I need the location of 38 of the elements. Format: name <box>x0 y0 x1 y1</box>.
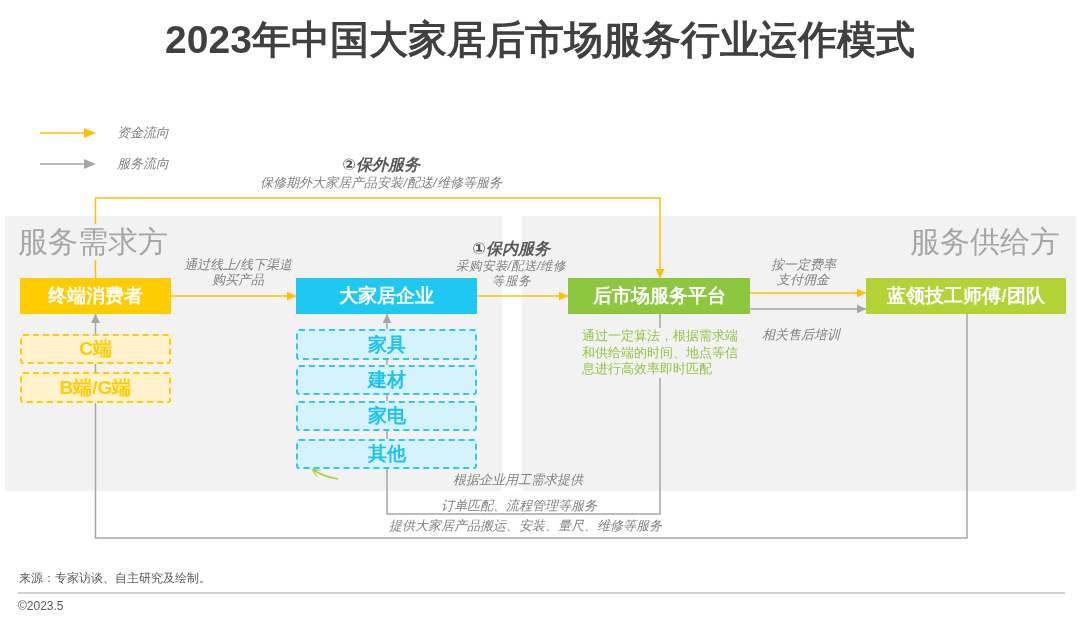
category-box: 家电 <box>296 401 477 431</box>
panel-heading: 服务需求方 <box>18 224 168 260</box>
actor-box: 终端消费者 <box>20 278 171 314</box>
edge-label: 提供大家居产品搬运、安装、量尺、维修等服务 <box>388 518 662 533</box>
actor-box: 大家居企业 <box>296 278 477 314</box>
legend-label: 资金流向 <box>117 125 169 141</box>
copyright-text: ©2023.5 <box>18 598 64 614</box>
connector-line <box>386 359 388 366</box>
arrow <box>749 304 867 314</box>
arrow <box>476 291 569 301</box>
edge-label: 相关售后培训 <box>762 327 840 342</box>
arrow <box>311 468 339 480</box>
title: 2023年中国大家居后市场服务行业运作模式 <box>165 17 915 63</box>
edge-label: ②保外服务保修期外大家居产品安装/配送/维修等服务 <box>260 155 502 190</box>
arrow <box>94 197 665 279</box>
category-box: 家具 <box>296 329 477 360</box>
panel-heading: 服务供给方 <box>910 224 1060 260</box>
edge-label: 订单匹配、流程管理等服务 <box>441 498 597 513</box>
arrow <box>382 313 392 330</box>
connector-line <box>386 313 661 515</box>
arrow <box>170 291 297 301</box>
note-text: 根据企业用工需求提供 <box>453 472 583 487</box>
edge-label: 通过线上/线下渠道购买产品 <box>183 257 293 287</box>
category-box: 建材 <box>296 365 477 395</box>
legend-label: 服务流向 <box>117 156 169 172</box>
arrow <box>749 288 867 298</box>
connector-line <box>94 313 968 539</box>
edge-label: 按一定费率支付佣金 <box>769 257 838 287</box>
category-box: C端 <box>20 334 171 364</box>
category-box: B端/G端 <box>20 372 171 403</box>
category-box: 其他 <box>296 439 477 469</box>
actor-box: 后市场服务平台 <box>568 278 750 314</box>
arrow <box>91 313 100 335</box>
connector-line <box>386 430 388 440</box>
connector-line <box>94 363 97 373</box>
connector-line <box>386 394 388 402</box>
actor-box: 蓝领技工师傅/团队 <box>866 278 1066 314</box>
source-note: 来源：专家访谈、自主研究及绘制。 <box>19 570 211 586</box>
